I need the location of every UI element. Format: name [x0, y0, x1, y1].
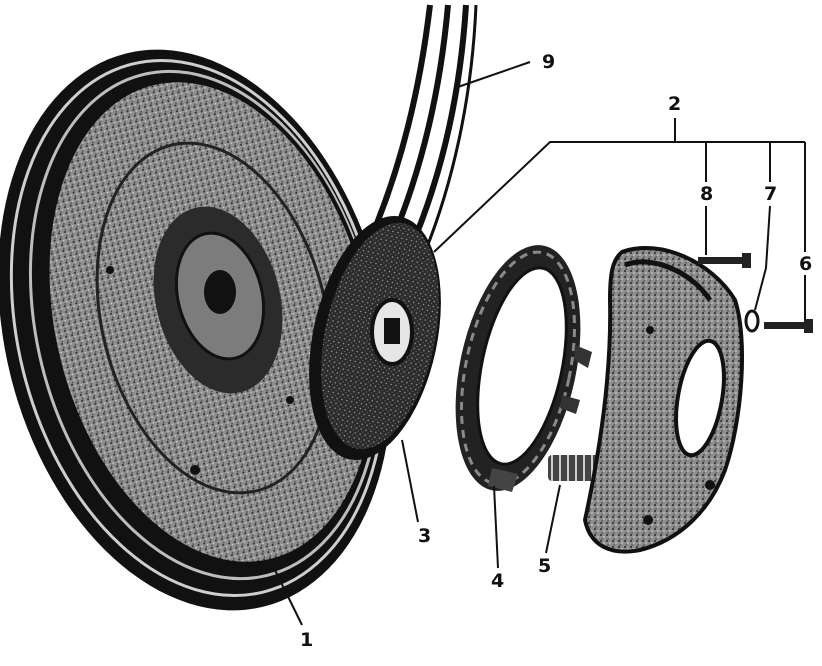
bolt-part-8: [698, 253, 751, 268]
callout-6: 6: [799, 253, 812, 275]
callout-4: 4: [491, 570, 504, 592]
callout-labels: 1 2 3 4 5 6 7 8 9: [300, 51, 812, 651]
leader-lines: [269, 61, 806, 626]
flywheel-part: [0, 49, 392, 611]
bolt-part-6: [764, 319, 813, 333]
callout-2: 2: [668, 93, 681, 115]
callout-3: 3: [418, 525, 431, 547]
callout-1: 1: [300, 629, 313, 651]
callout-5: 5: [538, 555, 551, 577]
belt-part: [367, 4, 478, 253]
callout-7: 7: [764, 183, 777, 205]
clutch-disc-part: [309, 216, 441, 460]
pressure-plate-part: [455, 245, 592, 492]
callout-9: 9: [542, 51, 555, 73]
spring-part: [548, 455, 600, 481]
washer-part-7: [744, 309, 760, 333]
callout-8: 8: [700, 183, 713, 205]
clutch-cover-part: [582, 246, 745, 554]
